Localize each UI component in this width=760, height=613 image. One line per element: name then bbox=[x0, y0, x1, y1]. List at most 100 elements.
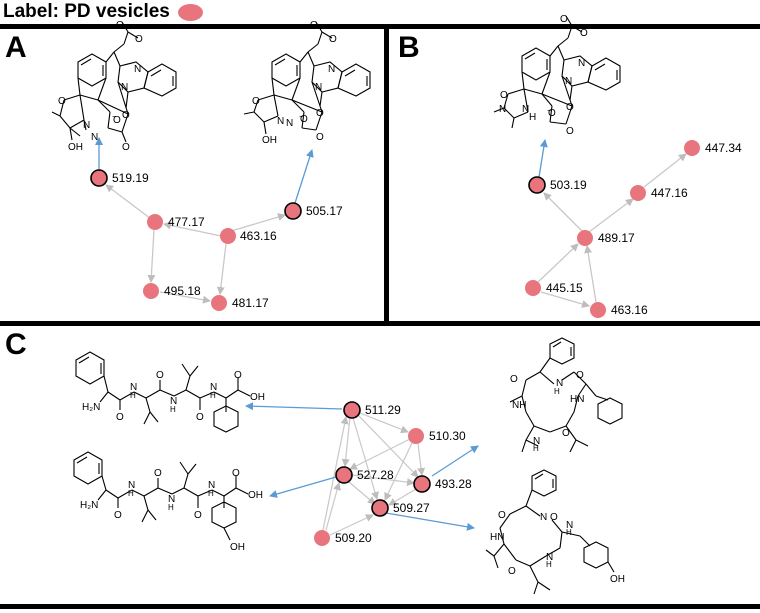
edge-c-509b-527 bbox=[325, 482, 341, 531]
svg-text:H: H bbox=[170, 405, 176, 414]
svg-text:H: H bbox=[208, 489, 214, 498]
svg-text:OH: OH bbox=[250, 392, 265, 403]
svg-text:−: − bbox=[547, 106, 552, 115]
edge-a-463-481 bbox=[216, 243, 227, 295]
top-divider bbox=[0, 24, 760, 29]
svg-text:N: N bbox=[91, 132, 98, 143]
node-label-447-16: 447.16 bbox=[651, 186, 688, 200]
edge-c-527-493 bbox=[351, 474, 415, 487]
edge-b-445-463 bbox=[540, 291, 590, 308]
header-text: Label: PD vesicles bbox=[3, 1, 170, 22]
arrow-c-527 bbox=[269, 476, 337, 498]
svg-text:N: N bbox=[130, 382, 137, 393]
svg-text:O: O bbox=[316, 108, 324, 119]
arrow-b-503 bbox=[538, 139, 548, 178]
node-label-489-17: 489.17 bbox=[598, 231, 635, 245]
svg-text:N: N bbox=[210, 382, 217, 393]
svg-text:N: N bbox=[277, 116, 284, 127]
svg-text:N: N bbox=[208, 480, 215, 491]
edge-c-511-493 bbox=[357, 414, 419, 478]
network-c: 511.29 510.30 527.28 493.28 509.27 509.2… bbox=[245, 401, 479, 546]
svg-text:N: N bbox=[566, 520, 573, 531]
node-label-503-19: 503.19 bbox=[550, 178, 587, 192]
svg-text:OH: OH bbox=[248, 490, 263, 501]
svg-text:H: H bbox=[210, 391, 216, 400]
svg-text:N: N bbox=[540, 512, 547, 523]
svg-text:O: O bbox=[329, 34, 337, 45]
node-463-16 bbox=[220, 228, 236, 244]
svg-text:N: N bbox=[170, 396, 177, 407]
svg-text:O: O bbox=[566, 126, 574, 137]
svg-text:N: N bbox=[578, 58, 585, 69]
edge-a-495-481 bbox=[159, 291, 211, 304]
svg-text:O: O bbox=[550, 512, 558, 523]
node-527-28 bbox=[335, 466, 353, 484]
edge-a-477-495 bbox=[147, 229, 156, 283]
svg-text:O: O bbox=[566, 102, 574, 113]
svg-text:H: H bbox=[529, 112, 536, 123]
svg-text:O: O bbox=[252, 96, 260, 107]
node-label-481-17: 481.17 bbox=[232, 296, 269, 310]
edge-c-493-509 bbox=[388, 488, 417, 506]
svg-text:O: O bbox=[310, 20, 318, 31]
node-447-34 bbox=[684, 140, 700, 156]
edge-c-510-493 bbox=[417, 443, 426, 476]
svg-text:O: O bbox=[58, 96, 66, 107]
svg-text:N: N bbox=[565, 76, 572, 87]
node-label-463-16-b: 463.16 bbox=[611, 303, 648, 317]
molecule-c-cyclic-top: O NH N H O HN O N H bbox=[509, 337, 623, 453]
node-505-17 bbox=[284, 202, 302, 220]
svg-text:O: O bbox=[500, 90, 508, 101]
svg-text:H₂N: H₂N bbox=[82, 402, 100, 413]
svg-text:O: O bbox=[154, 468, 162, 479]
svg-text:O: O bbox=[116, 20, 124, 31]
svg-text:O: O bbox=[113, 115, 121, 126]
edge-a-477-519 bbox=[105, 184, 156, 223]
svg-text:H: H bbox=[533, 444, 539, 453]
node-511-29 bbox=[343, 401, 361, 419]
svg-text:O: O bbox=[300, 114, 308, 125]
edge-c-511-510 bbox=[359, 412, 409, 434]
svg-text:N: N bbox=[546, 552, 553, 563]
svg-text:N: N bbox=[522, 104, 529, 115]
svg-text:O: O bbox=[135, 34, 143, 45]
svg-text:O: O bbox=[156, 370, 164, 381]
node-label-445-15: 445.15 bbox=[546, 281, 583, 295]
svg-text:OH: OH bbox=[230, 542, 245, 553]
node-label-495-18: 495.18 bbox=[164, 284, 201, 298]
edge-c-510-527 bbox=[349, 438, 411, 470]
edge-c-509-509 bbox=[329, 514, 374, 536]
edge-b-463-489 bbox=[584, 245, 597, 303]
svg-text:O: O bbox=[560, 14, 568, 25]
node-label-511-29: 511.29 bbox=[365, 403, 401, 417]
svg-text:O: O bbox=[232, 468, 240, 479]
edge-b-489-503 bbox=[543, 192, 584, 233]
middle-divider bbox=[0, 321, 760, 326]
panel-label-b: B bbox=[398, 31, 420, 64]
molecule-c-linear-top: H₂N O N H O N H O N H O OH bbox=[75, 351, 265, 433]
svg-text:H: H bbox=[554, 387, 560, 396]
molecule-a-right: O N OH N O − O N N O O O bbox=[243, 20, 371, 146]
svg-text:N: N bbox=[121, 82, 128, 93]
svg-text:N: N bbox=[315, 82, 322, 93]
node-463-16-b bbox=[590, 302, 606, 318]
arrow-c-511 bbox=[245, 402, 343, 411]
node-label-519-19: 519.19 bbox=[112, 171, 149, 185]
svg-text:N: N bbox=[556, 378, 563, 389]
network-b: 503.19 447.34 447.16 489.17 445.15 463.1… bbox=[525, 139, 742, 318]
edge-b-447-447 bbox=[643, 153, 687, 188]
node-481-17 bbox=[211, 295, 227, 311]
edge-a-463-505 bbox=[227, 213, 286, 233]
molecule-c-cyclic-bottom: O HN O N H N H O OH N bbox=[485, 469, 625, 595]
ab-divider bbox=[384, 29, 389, 321]
svg-text:O: O bbox=[580, 28, 588, 39]
svg-text:O: O bbox=[194, 510, 202, 521]
edge-c-527-509 bbox=[348, 481, 376, 505]
molecule-c-linear-bottom: H₂N O N H O N H O N H O OH OH bbox=[73, 451, 263, 553]
node-445-15 bbox=[525, 280, 541, 296]
svg-text:N: N bbox=[128, 480, 135, 491]
svg-text:OH: OH bbox=[610, 574, 625, 585]
node-label-447-34: 447.34 bbox=[705, 141, 742, 155]
edge-a-463-477 bbox=[163, 221, 222, 237]
